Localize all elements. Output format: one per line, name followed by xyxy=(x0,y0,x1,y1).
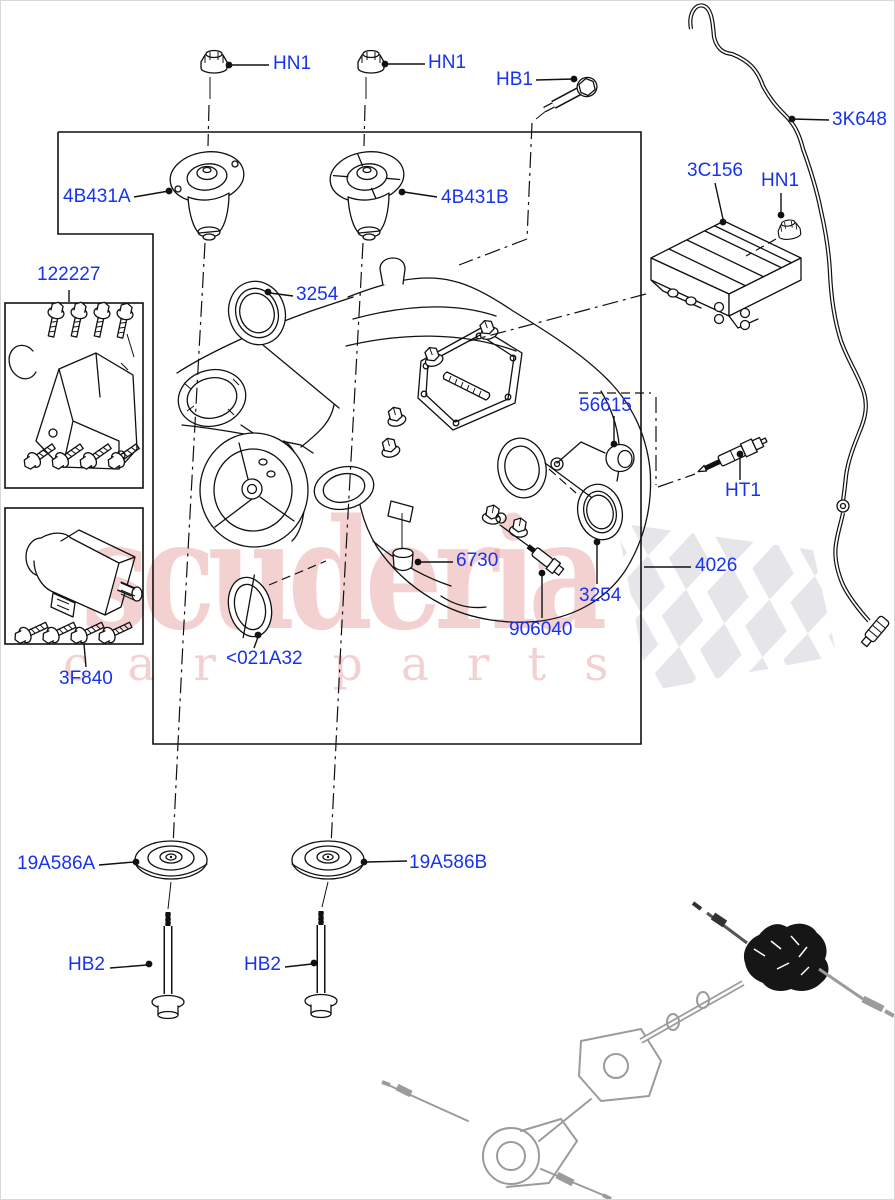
kit-box-3f840 xyxy=(4,507,144,668)
callout-4026[interactable]: 4026 xyxy=(695,555,738,576)
callout-hb1[interactable]: HB1 xyxy=(496,69,533,90)
rear-diff-highlight xyxy=(743,923,829,991)
4b431b-bushing-drawing xyxy=(329,151,405,241)
callout-4b431a[interactable]: 4B431A xyxy=(63,186,131,207)
callout-19a586a[interactable]: 19A586A xyxy=(17,853,96,874)
hn1-nut-right xyxy=(776,218,802,242)
3c156-module-drawing xyxy=(650,220,802,331)
callout-4b431b[interactable]: 4B431B xyxy=(441,187,509,208)
906040-sensor-drawing xyxy=(499,524,565,576)
hn1-nut-left xyxy=(200,49,228,74)
56615-bushing-drawing xyxy=(556,441,635,473)
callout-56615[interactable]: 56615 xyxy=(579,395,632,416)
callout-hn1-mid[interactable]: HN1 xyxy=(428,52,467,73)
locator-thumbnail xyxy=(381,901,894,1199)
callout-6730[interactable]: 6730 xyxy=(456,550,499,571)
checkered-flag-watermark xyxy=(617,523,837,691)
callout-hn1-left[interactable]: HN1 xyxy=(273,53,312,74)
3254-seal-left-drawing xyxy=(227,280,287,346)
callout-3c156[interactable]: 3C156 xyxy=(687,160,743,181)
watermark-tagline: car parts xyxy=(63,637,647,692)
hb2-bolt-left-drawing xyxy=(152,912,184,1019)
snap-ring-drawing xyxy=(8,344,37,380)
3254-right-pointer xyxy=(544,462,592,498)
021a32-seal-drawing xyxy=(227,574,273,639)
callout-hb2-right[interactable]: HB2 xyxy=(244,954,281,975)
callout-19a586b[interactable]: 19A586B xyxy=(409,852,488,873)
callout-3k648[interactable]: 3K648 xyxy=(832,109,887,130)
6730-plug-drawing xyxy=(392,513,414,572)
mount-bracket-drawing xyxy=(35,352,138,470)
callout-3f840[interactable]: 3F840 xyxy=(59,668,113,689)
19a586b-disc-drawing xyxy=(291,840,365,880)
diff-housing-drawing xyxy=(176,257,652,623)
projection-lines xyxy=(167,77,696,910)
4b431a-bushing-drawing xyxy=(169,151,245,241)
callout-021a32[interactable]: <021A32 xyxy=(226,648,303,669)
callout-3254-right[interactable]: 3254 xyxy=(579,585,622,606)
ht1-sensor-drawing xyxy=(697,436,768,473)
leader-lines xyxy=(68,60,830,969)
kit-box-122227 xyxy=(4,299,144,489)
hb1-bolt-drawing xyxy=(543,76,598,113)
callout-ht1[interactable]: HT1 xyxy=(725,480,761,501)
hn1-nut-mid xyxy=(357,49,385,74)
callout-hb2-left[interactable]: HB2 xyxy=(68,954,105,975)
19a586a-disc-drawing xyxy=(134,840,208,880)
callout-122227[interactable]: 122227 xyxy=(37,264,101,285)
callout-3254-left[interactable]: 3254 xyxy=(296,284,339,305)
callout-hn1-right[interactable]: HN1 xyxy=(761,170,800,191)
callout-906040[interactable]: 906040 xyxy=(509,619,573,640)
3254-left-pointer xyxy=(262,344,340,409)
3k648-cable-drawing xyxy=(688,3,890,648)
3254-seal-right-drawing xyxy=(576,483,624,541)
big-box-frame xyxy=(57,131,642,745)
